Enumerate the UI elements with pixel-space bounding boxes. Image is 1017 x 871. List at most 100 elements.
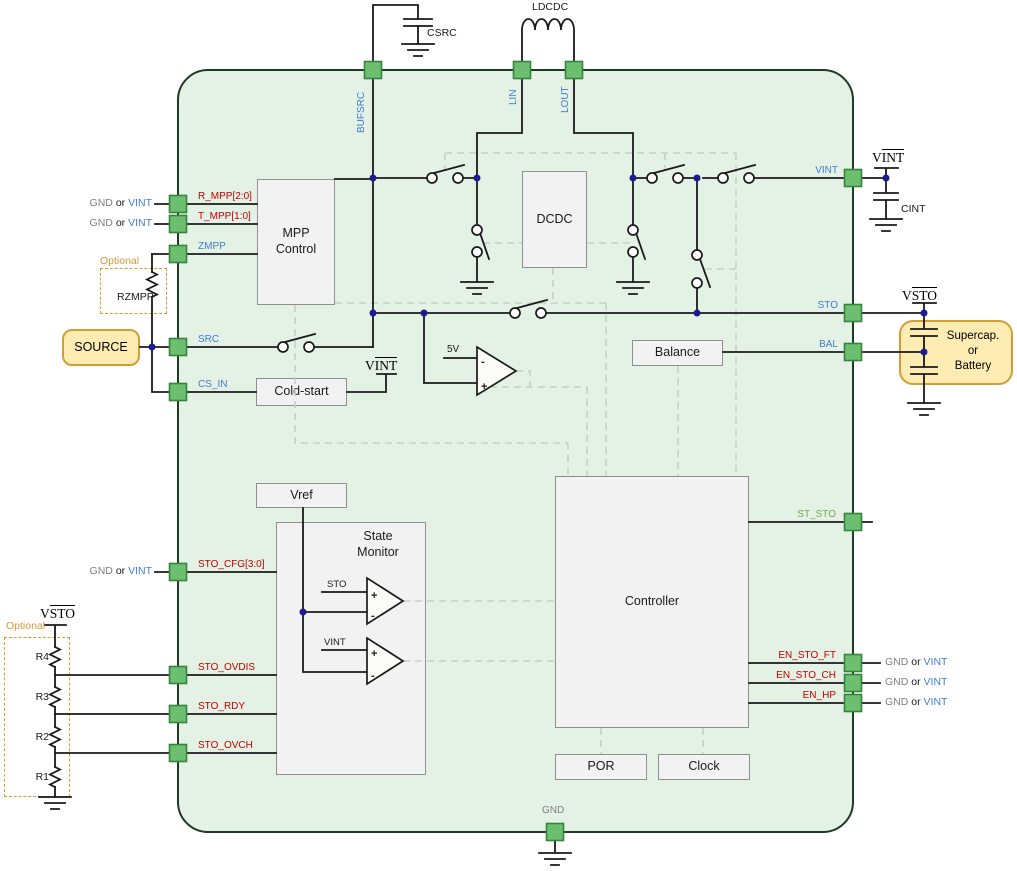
storage-label-line2: or: [967, 344, 979, 357]
state-monitor-label: State Monitor: [337, 529, 419, 560]
source-box: SOURCE: [62, 329, 140, 366]
pin-label-t-mpp: T_MPP[1:0]: [198, 211, 251, 222]
vint-net-label-mid: VINT: [365, 357, 398, 374]
switch-icons: [277, 163, 757, 353]
gnd-text: GND: [89, 197, 113, 209]
pin-label-lin: LIN: [508, 89, 519, 105]
clock-block: Clock: [658, 754, 750, 780]
vsto-net-bar: STO: [911, 287, 938, 303]
vint-text: VINT: [923, 676, 948, 688]
pin-label-en-sto-ft: EN_STO_FT: [778, 650, 836, 661]
pin-label-vint: VINT: [815, 165, 838, 176]
state-monitor-block: State Monitor: [276, 522, 426, 775]
csrc-label: CSRC: [427, 27, 457, 39]
ldcdc-label: LDCDC: [532, 1, 569, 13]
mpp-control-label-line2: Control: [275, 242, 317, 256]
tieoff-en-hp: GND or VINT: [885, 696, 947, 709]
pin-label-r-mpp: R_MPP[2:0]: [198, 191, 252, 202]
gnd-text: GND: [885, 676, 909, 688]
storage-box: Supercap. or Battery: [899, 320, 1013, 385]
vsto-net-bar: STO: [49, 605, 76, 621]
tieoff-sto-cfg: GND or VINT: [88, 565, 152, 578]
r4-label: R4: [35, 651, 49, 663]
pin-label-sto-ovdis: STO_OVDIS: [198, 662, 256, 673]
optional-label-bottom: Optional: [6, 620, 46, 632]
cold-start-block: Cold-start: [256, 378, 347, 406]
state-monitor-label-line2: Monitor: [357, 544, 399, 559]
vint-tap-label: VINT: [324, 637, 346, 648]
cold-start-label: Cold-start: [274, 384, 329, 399]
vint-text: VINT: [128, 217, 152, 229]
pin-label-sto-ovch: STO_OVCH: [198, 740, 253, 751]
pin-label-sto-rdy: STO_RDY: [198, 701, 246, 712]
pin-label-bufsrc: BUFSRC: [356, 91, 367, 133]
pin-label-st-sto: ST_STO: [797, 509, 836, 520]
dcdc-label: DCDC: [536, 211, 573, 226]
vint-text: VINT: [128, 565, 152, 577]
or-text: or: [911, 676, 921, 688]
pin-label-bal: BAL: [819, 339, 838, 350]
mpp-control-block: MPP Control: [257, 179, 335, 305]
vsto-net-pre: V: [902, 288, 912, 303]
tieoff-en-sto-ch: GND or VINT: [885, 676, 947, 689]
vsto-net-pre: V: [40, 606, 50, 621]
pin-label-src: SRC: [198, 334, 220, 345]
vint-net-pre: V: [365, 358, 375, 373]
controller-label: Controller: [624, 594, 680, 609]
vint-net-pre: V: [872, 150, 882, 165]
plus-glyph: +: [481, 381, 487, 393]
gnd-text: GND: [89, 565, 113, 577]
vint-text: VINT: [923, 656, 948, 668]
vint-net-bar: INT: [374, 357, 398, 373]
vint-net-bar: INT: [881, 149, 905, 165]
mpp-control-label-line1: MPP: [282, 226, 310, 241]
comparator-5v-icon: [476, 345, 518, 397]
r3-label: R3: [35, 691, 49, 703]
gnd-text: GND: [885, 696, 909, 708]
balance-block: Balance: [632, 340, 723, 366]
pin-label-sto: STO: [817, 300, 838, 311]
clock-label: Clock: [688, 759, 720, 774]
minus-glyph: -: [481, 356, 485, 368]
pin-label-zmpp: ZMPP: [198, 241, 226, 252]
vsto-net-label-right: VSTO: [902, 287, 938, 304]
or-text: or: [115, 217, 126, 229]
storage-label-line3: Battery: [954, 359, 992, 372]
controller-block: Controller: [555, 476, 749, 728]
or-text: or: [911, 696, 921, 708]
vint-text: VINT: [128, 197, 152, 209]
vref-block: Vref: [256, 483, 347, 508]
dcdc-block: DCDC: [522, 171, 587, 268]
five-v-label: 5V: [447, 344, 460, 355]
vint-text: VINT: [923, 696, 948, 708]
balance-label: Balance: [654, 345, 701, 360]
gnd-text: GND: [885, 656, 909, 668]
pin-label-en-hp: EN_HP: [802, 690, 836, 701]
cint-label: CINT: [901, 203, 926, 215]
sto-tap-label: STO: [327, 579, 347, 590]
por-block: POR: [555, 754, 647, 780]
tieoff-r-mpp: GND or VINT: [88, 197, 152, 210]
pin-label-sto-cfg: STO_CFG[3:0]: [198, 559, 265, 570]
optional-label-top: Optional: [100, 255, 140, 267]
storage-label: Supercap. or Battery: [937, 329, 1009, 374]
tieoff-en-sto-ft: GND or VINT: [885, 656, 947, 669]
pin-label-gnd: GND: [542, 805, 565, 816]
r1-label: R1: [35, 771, 49, 783]
or-text: or: [115, 565, 126, 577]
pin-label-en-sto-ch: EN_STO_CH: [776, 670, 836, 681]
or-text: or: [115, 197, 126, 209]
vref-label: Vref: [290, 487, 313, 502]
state-monitor-label-line1: State: [363, 529, 393, 543]
wires: [38, 4, 941, 866]
gnd-text: GND: [89, 217, 113, 229]
storage-label-line1: Supercap.: [946, 330, 1000, 342]
pin-label-cs-in: CS_IN: [198, 379, 228, 390]
r2-label: R2: [35, 731, 49, 743]
por-label: POR: [587, 759, 615, 774]
pin-label-lout: LOUT: [560, 86, 571, 113]
vsto-net-label-left: VSTO: [40, 605, 76, 622]
or-text: or: [911, 656, 921, 668]
